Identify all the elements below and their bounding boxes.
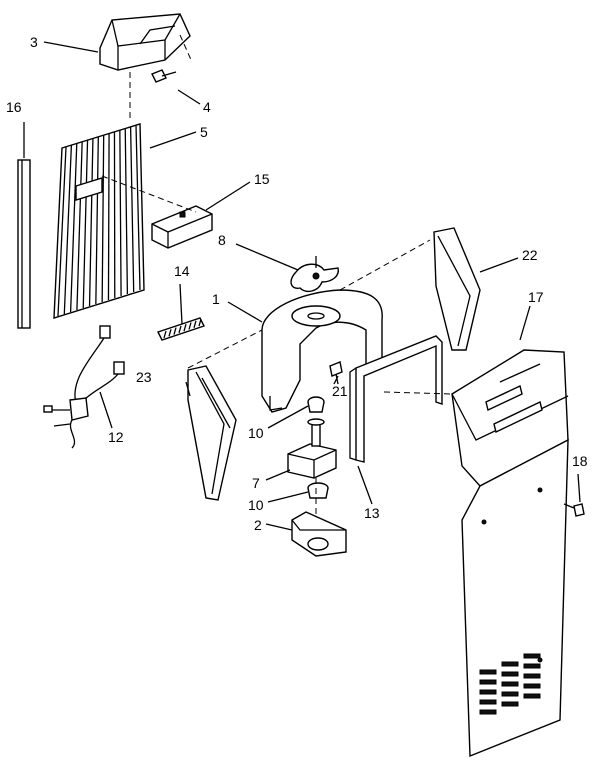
part-5-evaporator-cover (53, 123, 145, 319)
callout-3: 3 (30, 34, 38, 50)
vent-slot (523, 683, 541, 689)
vent-slot (501, 681, 519, 687)
callout-8: 8 (218, 232, 226, 248)
leader-dash (383, 391, 453, 395)
cover-rib (124, 128, 129, 295)
part-17-rear-panel (451, 349, 569, 758)
part-13-inner-duct (349, 335, 443, 463)
vent-slot (501, 671, 519, 677)
callout-22: 22 (522, 247, 538, 263)
part-4-screw (151, 69, 177, 83)
part-22-side-plate (433, 227, 481, 351)
vent-slot (479, 689, 497, 695)
cover-rib (107, 133, 110, 301)
cover-rib (69, 143, 78, 313)
callout-17: 17 (528, 289, 544, 305)
cover-rib (88, 138, 94, 307)
vent-slot (501, 661, 519, 667)
cover-rib (57, 146, 67, 317)
callout-10-upper: 10 (248, 425, 264, 441)
vent-slot (501, 691, 519, 697)
rod-ridge (173, 327, 177, 335)
callout-10-lower: 10 (248, 497, 264, 513)
cover-rib (76, 141, 83, 311)
vent-slot (523, 673, 541, 679)
callout-1: 1 (212, 291, 220, 307)
part-18-screw (563, 503, 585, 517)
part-7-fan-motor (287, 418, 337, 479)
vent-slot (523, 663, 541, 669)
leader-dash (101, 175, 197, 213)
part-16-seal-strip (17, 159, 31, 329)
leader-dash (339, 239, 431, 291)
part-21-screw (329, 361, 343, 385)
callout-14: 14 (174, 263, 190, 279)
part-1-fan-housing (261, 289, 383, 413)
callout-16: 16 (6, 99, 22, 115)
cover-rib (82, 140, 89, 309)
callout-23: 23 (136, 369, 152, 385)
leader-dash (187, 329, 263, 369)
callout-15: 15 (254, 171, 270, 187)
vent-slot (479, 709, 497, 715)
rod-ridge (168, 329, 172, 337)
cover-rib (135, 124, 141, 291)
leader-dash (179, 34, 193, 63)
vent-slot (479, 669, 497, 675)
rod-ridge (188, 322, 192, 330)
callout-21: 21 (332, 383, 348, 399)
callout-12: 12 (108, 429, 124, 445)
vent-slot (523, 693, 541, 699)
rod-ridge (193, 320, 197, 328)
callout-13: 13 (364, 505, 380, 521)
part-15-bracket (151, 205, 213, 249)
vent-slot (523, 653, 541, 659)
vent-slot (479, 699, 497, 705)
callout-7: 7 (252, 475, 260, 491)
cover-rib (63, 145, 73, 315)
part-3-duct-cap (99, 13, 191, 71)
part-8-fan-blade (290, 256, 339, 293)
callout-18: 18 (572, 453, 588, 469)
part-23-side-duct (187, 365, 237, 501)
cover-rib (129, 126, 135, 293)
part-10-grommet-upper (307, 396, 325, 413)
rod-ridge (178, 325, 182, 334)
part-14-rod (157, 317, 205, 341)
rod-ridge (163, 330, 167, 339)
leader-lines (23, 41, 581, 531)
part-12-wire-harness (43, 325, 125, 449)
rod-ridge (183, 324, 187, 332)
cover-rib (95, 136, 99, 305)
cover-rib (119, 130, 122, 297)
callout-2: 2 (254, 517, 262, 533)
cover-rib (101, 135, 105, 303)
callout-5: 5 (200, 124, 208, 140)
part-10-grommet-lower (307, 482, 329, 499)
vent-slot (479, 679, 497, 685)
rod-ridge (198, 318, 202, 327)
callout-4: 4 (203, 99, 211, 115)
vent-slot (501, 701, 519, 707)
part-2-motor-bracket (291, 511, 347, 557)
